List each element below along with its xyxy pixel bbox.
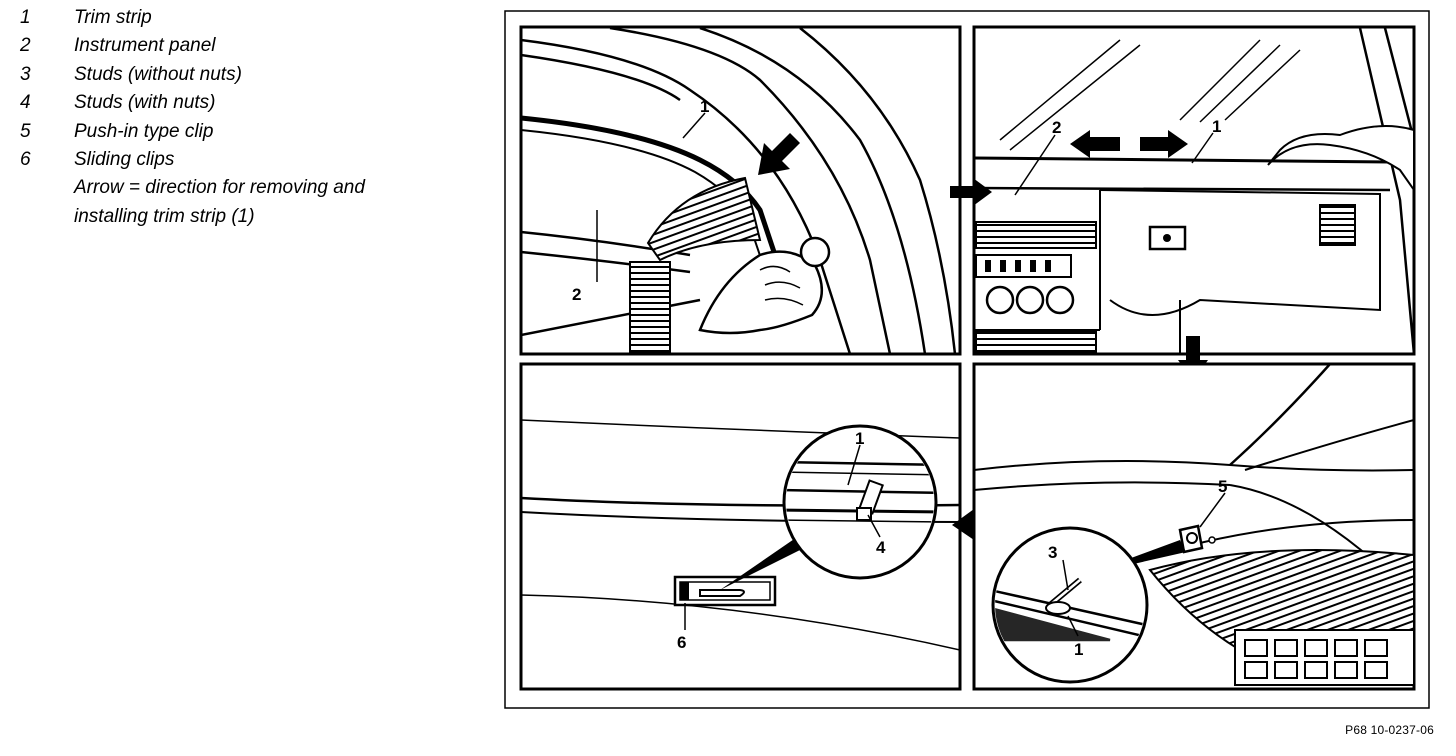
direction-arrow bbox=[950, 178, 992, 206]
figure-reference: P68 10-0237-06 bbox=[1345, 723, 1434, 737]
sliding-clip bbox=[673, 575, 777, 607]
legend-item: 6 Sliding clips bbox=[20, 146, 490, 174]
switch-column bbox=[629, 261, 671, 353]
callout-2: 2 bbox=[1052, 118, 1061, 137]
panel-bottom-left: 1 4 6 bbox=[519, 362, 996, 691]
hand bbox=[698, 250, 823, 335]
callout-3: 3 bbox=[1048, 543, 1057, 562]
legend-text: Sliding clips bbox=[74, 149, 175, 171]
callout-1: 1 bbox=[1212, 117, 1221, 136]
callout-6: 6 bbox=[677, 633, 686, 652]
callout-1: 1 bbox=[1074, 640, 1083, 659]
push-in-clip bbox=[1178, 524, 1216, 554]
air-vent bbox=[1148, 549, 1415, 652]
legend-item: 3 Studs (without nuts) bbox=[20, 61, 490, 89]
detail-circle bbox=[782, 424, 938, 580]
legend-item: 1 Trim strip bbox=[20, 4, 490, 32]
legend-item: 4 Studs (with nuts) bbox=[20, 89, 490, 117]
callout-1: 1 bbox=[700, 97, 709, 116]
legend-number: 1 bbox=[20, 7, 31, 28]
legend-item: 2 Instrument panel bbox=[20, 32, 490, 60]
legend-text: Instrument panel bbox=[74, 35, 216, 57]
legend: 1 Trim strip 2 Instrument panel 3 Studs … bbox=[20, 4, 490, 231]
direction-arrow-left bbox=[1070, 130, 1120, 158]
legend-number: 4 bbox=[20, 92, 31, 114]
callout-5: 5 bbox=[1218, 477, 1227, 496]
panel-bottom-right: 5 3 1 bbox=[972, 362, 1416, 691]
legend-text: Push-in type clip bbox=[74, 120, 214, 142]
legend-item: 5 Push-in type clip bbox=[20, 118, 490, 146]
callout-1: 1 bbox=[855, 429, 864, 448]
arrow-note-line1: Arrow = direction for removing and bbox=[74, 177, 365, 199]
detail-circle bbox=[991, 526, 1149, 684]
figure-frame bbox=[504, 10, 1430, 709]
legend-number: 5 bbox=[20, 120, 31, 142]
legend-number: 6 bbox=[20, 149, 31, 171]
direction-arrow-right bbox=[1140, 130, 1188, 158]
legend-number: 3 bbox=[20, 63, 31, 85]
legend-text: Studs (with nuts) bbox=[74, 92, 216, 114]
direction-arrow bbox=[758, 133, 800, 175]
callout-4: 4 bbox=[876, 538, 886, 557]
legend-text: Trim strip bbox=[74, 7, 152, 28]
callout-2: 2 bbox=[572, 285, 581, 304]
legend-text: Studs (without nuts) bbox=[74, 63, 242, 85]
stud-with-nut bbox=[856, 479, 884, 521]
panel-top-right: 1 2 bbox=[950, 25, 1416, 356]
stud-without-nut bbox=[1045, 577, 1082, 615]
air-vent bbox=[646, 176, 762, 262]
legend-number: 2 bbox=[20, 35, 31, 57]
panel-top-left: 1 2 bbox=[519, 25, 962, 356]
arrow-note-line2: installing trim strip (1) bbox=[74, 205, 255, 227]
